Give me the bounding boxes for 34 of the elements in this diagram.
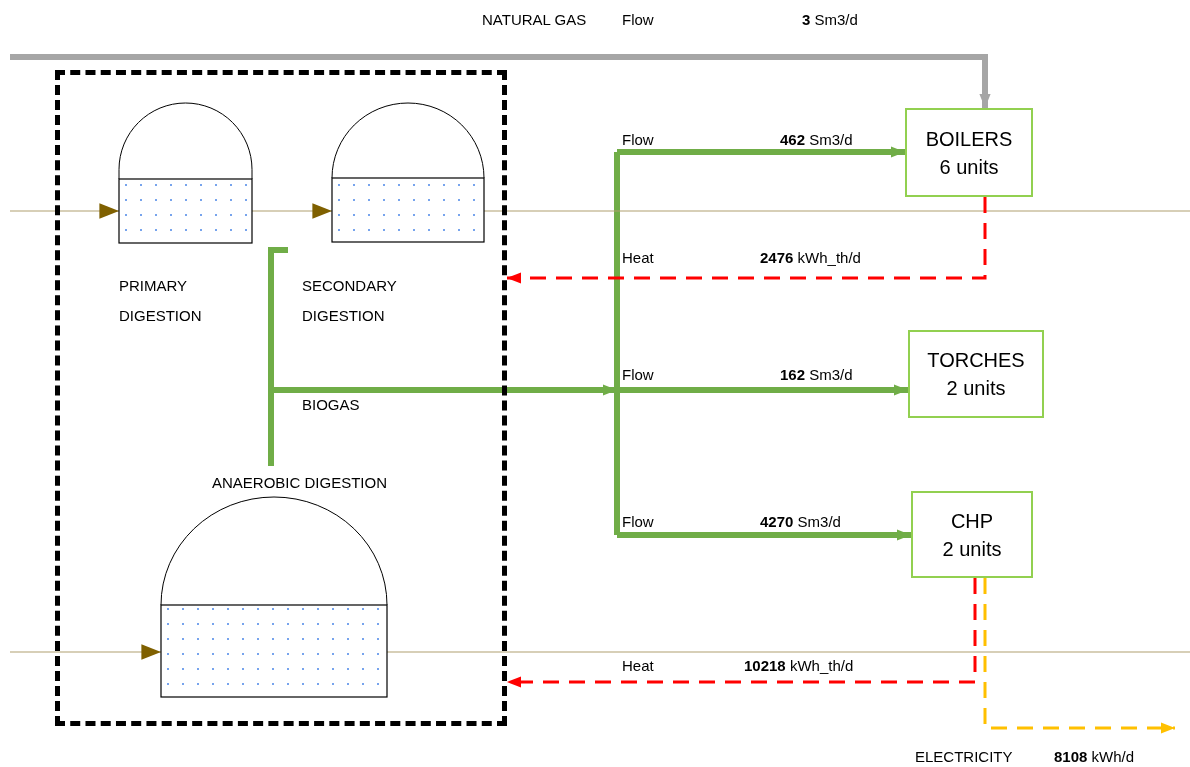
box-title: TORCHES	[927, 348, 1025, 373]
flow-label: Flow	[622, 366, 654, 384]
process-box	[911, 491, 1033, 578]
box-title: CHP	[950, 508, 994, 534]
flow-label: BIOGAS	[302, 396, 360, 414]
dashed-arrow	[983, 578, 1175, 734]
arrow	[9, 203, 120, 219]
dashed-arrow	[507, 578, 977, 688]
dashed-arrow	[507, 197, 987, 284]
arrow	[617, 384, 908, 396]
process-box	[908, 330, 1044, 418]
flow-label: Flow	[622, 131, 654, 149]
box-subtitle: 2 units	[942, 536, 1002, 562]
edge-label: 10218 kWh_th/d	[742, 657, 856, 675]
flow-label: ELECTRICITY	[915, 748, 1013, 766]
arrow	[617, 146, 905, 158]
edge-label: 2476 kWh_th/d	[758, 249, 863, 267]
section-title: ANAEROBIC DIGESTION	[212, 474, 388, 492]
tank-label: PRIMARY DIGESTION	[119, 276, 203, 326]
flow-label: Heat	[622, 657, 654, 675]
tank-label: SECONDARY DIGESTION	[302, 276, 398, 326]
box-subtitle: 6 units	[939, 154, 999, 180]
box-subtitle: 2 units	[946, 376, 1006, 401]
arrow	[10, 54, 991, 108]
flow-label: Flow	[622, 513, 654, 531]
flow-label: Flow	[622, 11, 654, 29]
process-box	[905, 108, 1033, 197]
box-title: BOILERS	[925, 126, 1013, 152]
flow-label: NATURAL GAS	[482, 11, 587, 29]
dashed-boundary	[55, 70, 507, 726]
flow-label: Heat	[622, 249, 654, 267]
biogas-pipe	[268, 149, 620, 538]
arrow	[9, 644, 162, 660]
arrow	[617, 529, 911, 541]
